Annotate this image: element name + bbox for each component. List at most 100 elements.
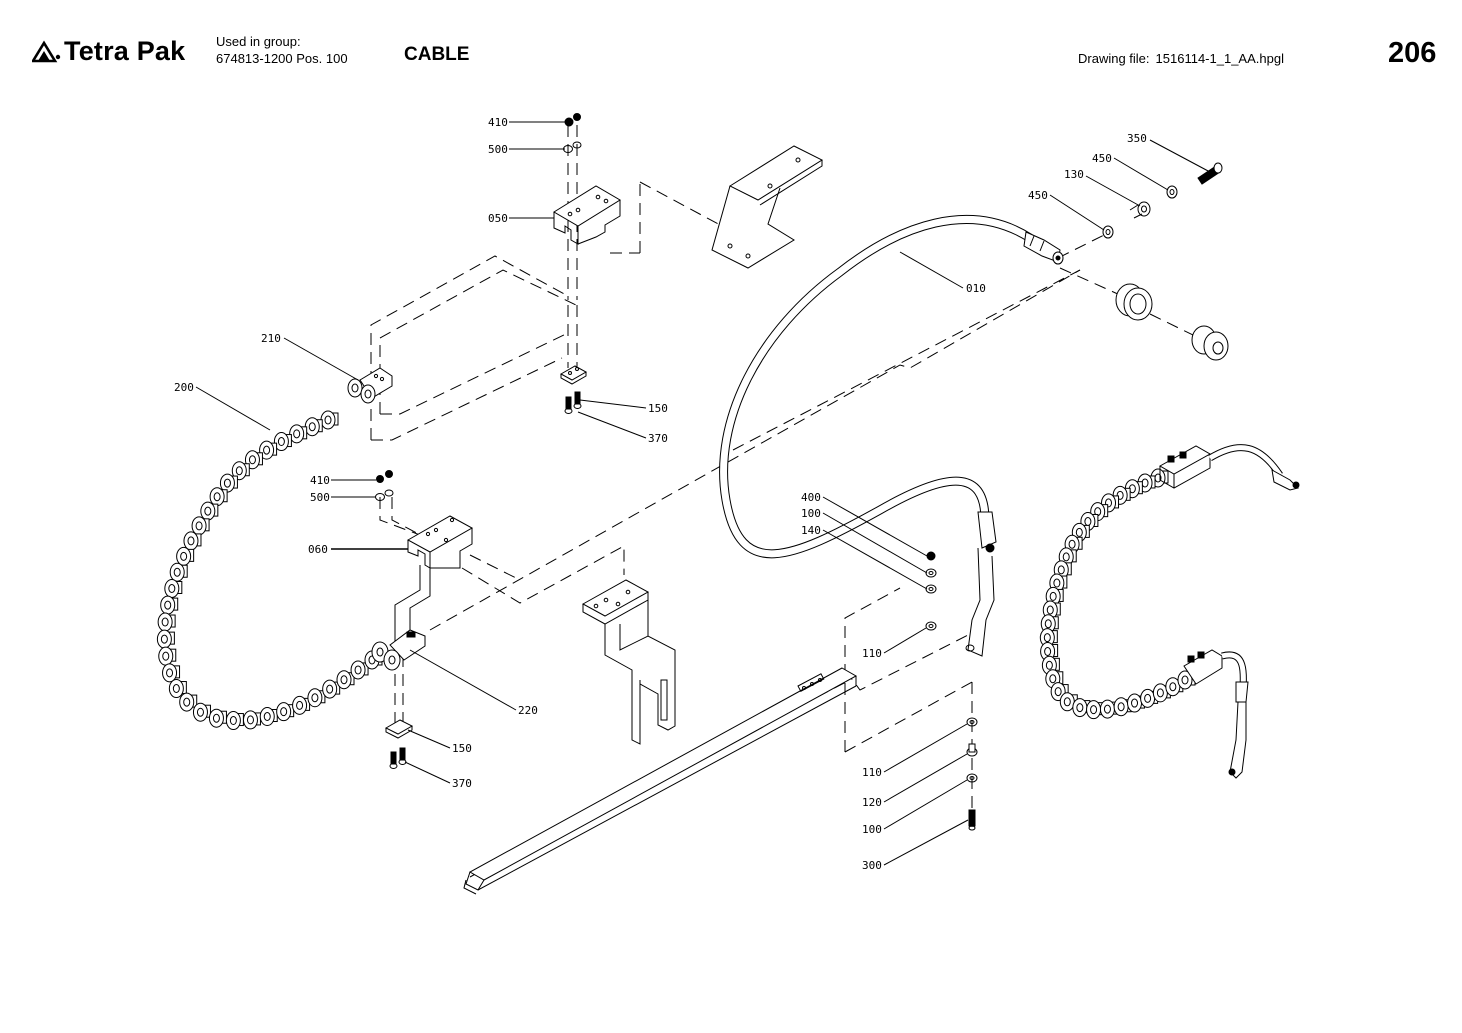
nut-410-lower [376,470,393,483]
chain-right-link [1040,614,1059,634]
brand-name: Tetra Pak [64,36,186,66]
callout-410-top: 410 [488,116,508,129]
chain-200-link [273,432,292,452]
callout-400: 400 [801,491,821,504]
chain-200-link [276,702,295,722]
washer-450-lower [1102,225,1114,239]
bent-bracket-upper [711,145,824,269]
page-title: CABLE [404,44,470,65]
callout-410-lower: 410 [310,474,330,487]
chain-200-link [225,711,244,731]
chain-200-link [160,595,179,615]
chain-200-link [192,702,211,722]
chain-200-link [231,461,250,481]
washer-500-top [563,141,582,153]
callout-450-lower: 450 [1028,189,1048,202]
washer-110-lower [966,717,978,727]
leader-lines [195,121,1211,866]
drawing-file-value: 1516114-1_1_AA.hpgl [1155,51,1284,66]
spacer-120 [966,743,978,757]
chain-200-link [304,417,323,437]
callout-110-upper: 110 [862,647,882,660]
chain-200-link [176,546,195,566]
right-chain-end-bottom [1183,649,1249,779]
nut-400 [926,551,936,561]
callout-labels: 410 500 050 210 200 150 370 410 500 060 … [174,116,1147,872]
callout-050: 050 [488,212,508,225]
chain-end-220 [371,629,426,671]
nut-ring [1115,283,1153,321]
callout-120: 120 [862,796,882,809]
callout-220: 220 [518,704,538,717]
chain-200-link [219,473,238,493]
chain-200-link [322,679,341,699]
washer-100-lower [966,773,978,783]
chain-200-link [191,516,210,536]
bracket-060 [394,515,474,649]
bracket-050 [553,185,621,245]
callout-110-lower: 110 [862,766,882,779]
bolt-350 [1197,162,1223,185]
chain-right-link [1059,692,1078,712]
drawing-file-label: Drawing file: [1078,51,1150,66]
chain-200-link [183,531,202,551]
nut-410-top [564,113,581,127]
chain-200-link [350,660,369,680]
callout-350: 350 [1127,132,1147,145]
chain-200-link [307,688,326,708]
chain-end-210 [347,367,393,404]
long-rail [463,667,858,895]
plate-150-lower [384,719,414,739]
right-chain-end-top [1158,444,1300,491]
chain-200-link [289,424,308,444]
chain-200-link [259,440,278,460]
washer-100-center [925,568,937,578]
washer-110-upper [925,621,937,631]
screws-370-upper [564,391,582,414]
callout-140: 140 [801,524,821,537]
callout-300: 300 [862,859,882,872]
cable-chain-200 [156,410,383,731]
callout-370-upper: 370 [648,432,668,445]
washer-140 [925,584,937,594]
chain-200-link [242,710,261,730]
cable-chain-assembly-right [1039,468,1196,720]
callout-100-center: 100 [801,507,821,520]
chain-200-link [158,646,177,666]
chain-200-link [162,663,181,683]
chain-200-link [169,562,188,582]
cable-sleeve [1191,325,1229,361]
chain-right-link [1152,683,1171,703]
chain-200-link [164,578,183,598]
washer-450-top [1166,185,1178,199]
drawing-file: Drawing file: 1516114-1_1_AA.hpgl [1078,51,1284,66]
callout-200: 200 [174,381,194,394]
washer-500-lower [375,489,394,501]
chain-200-link [336,670,355,690]
callout-060: 060 [308,543,328,556]
chain-200-link [320,410,339,430]
callout-150-lower: 150 [452,742,472,755]
chain-200-link [209,487,228,507]
callout-100-lower: 100 [862,823,882,836]
chain-200-link [179,692,198,712]
chain-right-link [1072,698,1091,718]
cable-010 [719,214,1064,657]
callout-210: 210 [261,332,281,345]
callout-130: 130 [1064,168,1084,181]
chain-200-link [156,629,175,649]
callout-150-upper: 150 [648,402,668,415]
chain-200-link [168,679,187,699]
callout-370-lower: 370 [452,777,472,790]
tetra-pak-logo-icon [32,40,61,62]
callout-010: 010 [966,282,986,295]
tetra-pak-logo: Tetra Pak [32,36,185,67]
chain-200-link [208,708,227,728]
callout-500-lower: 500 [310,491,330,504]
screws-370-lower [389,747,407,769]
plate-150-upper [559,365,588,385]
chain-200-link [200,501,219,521]
callout-500-top: 500 [488,143,508,156]
spacer-130 [1129,201,1151,219]
